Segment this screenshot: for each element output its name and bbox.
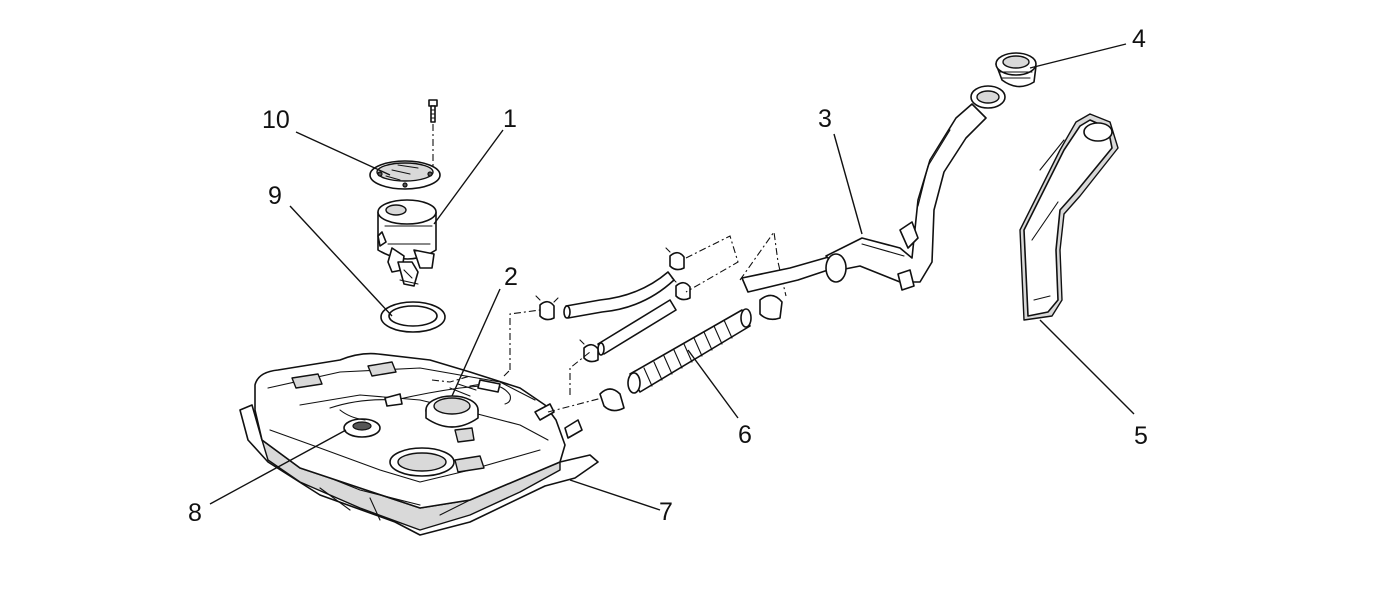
callout-7: 7 <box>659 498 673 526</box>
leader-lines <box>209 43 1135 511</box>
filler-hose <box>627 308 752 394</box>
callout-4: 4 <box>1132 25 1146 53</box>
callout-9: 9 <box>268 182 282 210</box>
vent-hose-lower <box>597 299 677 356</box>
cover-bolt <box>428 99 438 168</box>
fuel-pump-assembly <box>377 199 437 287</box>
callouts: 1 2 3 4 5 6 7 8 9 10 <box>188 25 1148 527</box>
hose-clamps <box>535 247 783 412</box>
callout-5: 5 <box>1134 422 1148 450</box>
callout-3: 3 <box>818 105 832 133</box>
pump-cover-plate <box>369 160 441 190</box>
callout-1: 1 <box>503 105 517 133</box>
filler-pipe-protector <box>1019 113 1119 321</box>
filler-pipe <box>741 85 1006 293</box>
fuel-tank <box>239 352 599 536</box>
filler-cap <box>995 52 1037 88</box>
callout-10: 10 <box>262 106 290 134</box>
callout-6: 6 <box>738 421 752 449</box>
callout-2: 2 <box>504 263 518 291</box>
callout-8: 8 <box>188 499 202 527</box>
gasket-ring <box>380 301 446 333</box>
